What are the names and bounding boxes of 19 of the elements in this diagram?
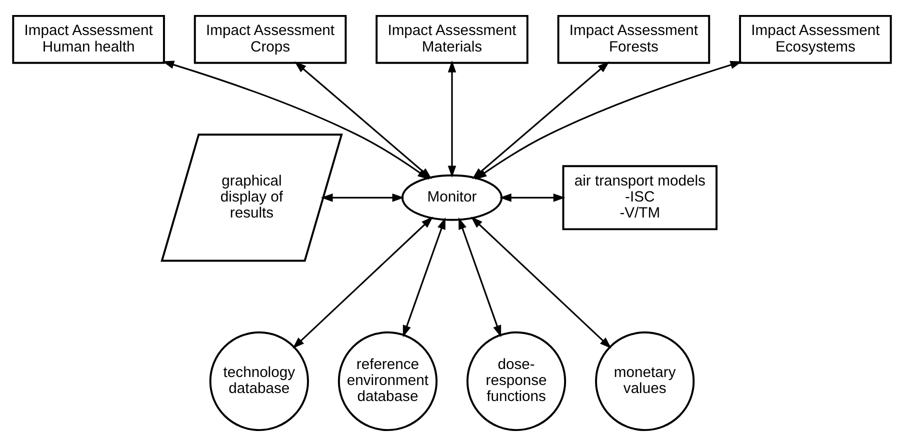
node-circle: monetary values [595,331,695,432]
node-box: Impact Assessment Forests [557,14,710,64]
node-box: Impact Assessment Crops [194,14,347,64]
arrow [402,217,446,338]
node-box: Impact Assessment Human health [12,14,165,64]
node-circle: dose-response functions [466,331,566,432]
arrow [499,194,566,202]
arrow [470,216,612,349]
arrow [448,60,456,178]
node-box: air transport models -ISC -V/TM [562,165,718,230]
arrow [292,216,434,349]
node-box: Impact Assessment Ecosystems [739,14,892,64]
arrow [458,217,502,338]
node-ellipse: Monitor [401,174,503,221]
arrow [474,60,742,180]
node-circle: technology database [209,331,309,432]
node-box: Impact Assessment Materials [376,14,528,64]
node-circle: reference environment database [338,331,438,432]
arrow [320,194,404,202]
